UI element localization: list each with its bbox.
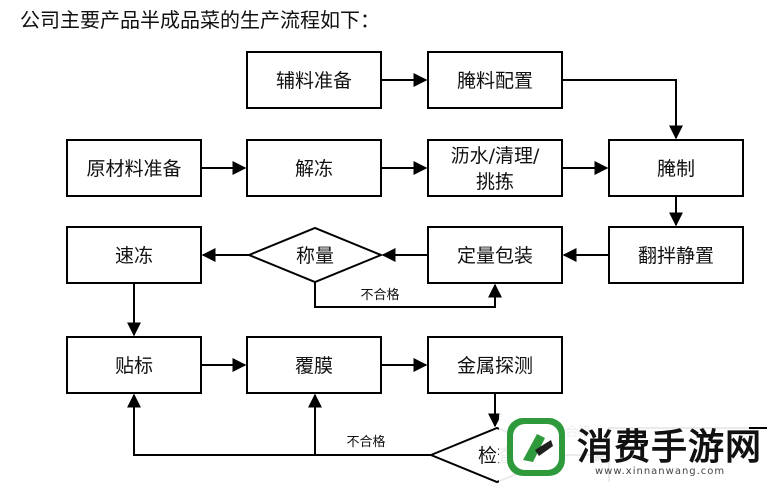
edge-yanliao-yanzhi bbox=[562, 79, 683, 140]
node-jiedong-box bbox=[246, 139, 382, 197]
node-lishui-label-line2: 挑拣 bbox=[476, 171, 514, 193]
node-yanliao-box bbox=[427, 51, 563, 109]
node-yanzhi-label: 腌制 bbox=[657, 158, 695, 180]
node-jinshu-label: 金属探测 bbox=[457, 355, 533, 377]
edge-jiancha-buhege-tiebiao bbox=[127, 393, 431, 456]
node-fumo-label: 覆膜 bbox=[295, 355, 333, 377]
node-yuancailiao-box bbox=[66, 139, 202, 197]
watermark-site: www.xinnanwang.com bbox=[595, 466, 726, 477]
node-fanban-label: 翻拌静置 bbox=[638, 245, 714, 267]
edge-label-buhege-1: 不合格 bbox=[360, 287, 399, 303]
node-jiedong-label: 解冻 bbox=[295, 158, 333, 180]
node-lishui-box bbox=[427, 139, 563, 197]
node-fuliao-box bbox=[246, 51, 382, 109]
page-title: 公司主要产品半成品菜的生产流程如下： bbox=[20, 8, 380, 32]
node-yanliao-label: 腌料配置 bbox=[457, 70, 533, 92]
node-tiebiao-label: 贴标 bbox=[115, 355, 153, 377]
node-fanban-box bbox=[608, 226, 744, 284]
node-dingliang-label: 定量包装 bbox=[457, 245, 533, 267]
watermark-logo-icon bbox=[507, 418, 565, 476]
node-yuancailiao-label: 原材料准备 bbox=[86, 158, 181, 180]
node-chengliang-diamond bbox=[246, 226, 384, 284]
node-fuliao-label: 辅料准备 bbox=[276, 70, 352, 92]
node-fumo-box bbox=[246, 336, 382, 394]
node-sudong-label: 速冻 bbox=[115, 245, 153, 267]
edge-chengliang-buhege bbox=[314, 282, 502, 308]
node-tiebiao-box bbox=[66, 336, 202, 394]
watermark-brand: 消费手游网 bbox=[577, 427, 763, 468]
edge-label-buhege-2: 不合格 bbox=[346, 434, 385, 450]
node-chengliang-label: 称量 bbox=[296, 245, 334, 267]
node-lishui-label-line1: 沥水/清理/ bbox=[451, 145, 540, 167]
watermark: 消费手游网 www.xinnanwang.com bbox=[499, 410, 761, 492]
